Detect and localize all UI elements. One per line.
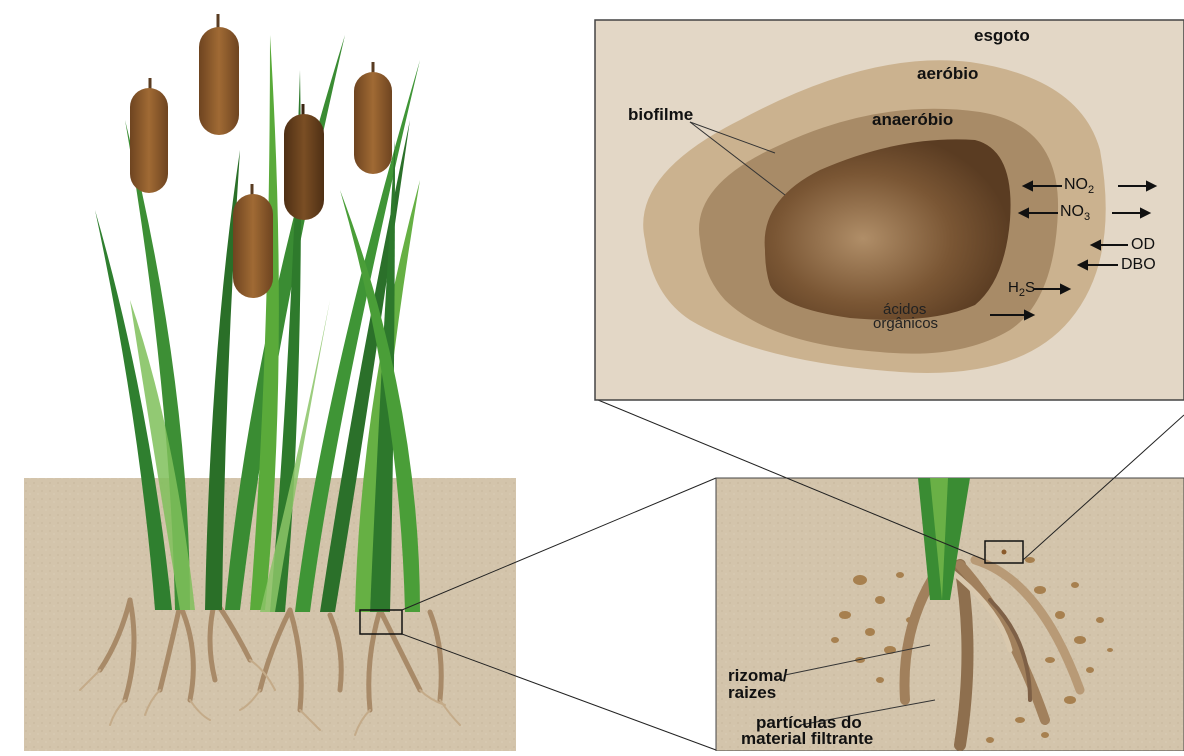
- label-esgoto: esgoto: [974, 27, 1030, 44]
- label-h2s: H2S: [1008, 280, 1035, 299]
- label-raizes: raizes: [728, 684, 776, 701]
- label-material-filtrante: material filtrante: [741, 730, 873, 747]
- label-no3: NO3: [1060, 204, 1090, 223]
- label-rizoma: rizoma/: [728, 667, 788, 684]
- cattail-heads: [130, 14, 392, 298]
- label-anaerobio: anaeróbio: [872, 111, 953, 128]
- label-od: OD: [1131, 237, 1155, 253]
- label-no2: NO2: [1064, 177, 1094, 196]
- label-aerobio: aeróbio: [917, 65, 978, 82]
- label-organicos: orgânicos: [873, 316, 938, 331]
- label-biofilme: biofilme: [628, 106, 693, 123]
- label-dbo: DBO: [1121, 257, 1156, 273]
